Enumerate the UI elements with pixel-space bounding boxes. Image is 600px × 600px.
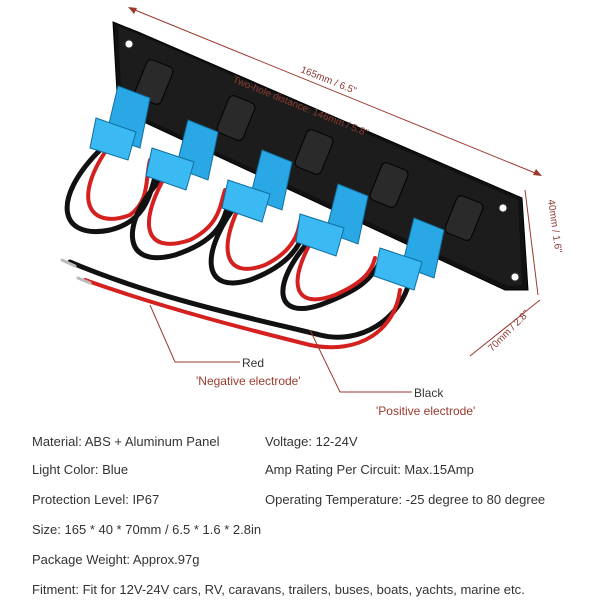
switch-sockets — [134, 59, 484, 241]
product-illustration: 165mm / 6.5" 40mm / 1.6" 70mm / 2.8" Two… — [60, 7, 563, 418]
spec-material: Material: ABS + Aluminum Panel — [32, 434, 220, 449]
spec-protection: Protection Level: IP67 — [32, 492, 160, 507]
spec-weight: Package Weight: Approx.97g — [32, 552, 200, 567]
rocker-switch-3 — [221, 149, 293, 223]
red-desc: 'Negative electrode' — [196, 374, 301, 388]
depth-label: 70mm / 2.8" — [486, 308, 532, 354]
spec-light-color: Light Color: Blue — [32, 462, 129, 477]
wires — [60, 143, 413, 350]
height-label: 40mm / 1.6" — [545, 199, 563, 254]
spec-voltage: Voltage: 12-24V — [265, 434, 358, 449]
spec-operating-temp: Operating Temperature: -25 degree to 80 … — [265, 492, 546, 507]
rocker-switch-2 — [145, 119, 219, 191]
spec-fitment: Fitment: Fit for 12V-24V cars, RV, carav… — [32, 582, 525, 597]
spec-size: Size: 165 * 40 * 70mm / 6.5 * 1.6 * 2.8i… — [32, 522, 262, 537]
red-label: Red — [242, 356, 264, 370]
rocker-switch-1 — [89, 85, 151, 161]
rocker-switch-5 — [373, 217, 445, 291]
dimension-height: 40mm / 1.6" — [524, 189, 563, 296]
spec-amp-rating: Amp Rating Per Circuit: Max.15Amp — [265, 462, 474, 477]
rocker-switch-4 — [295, 183, 369, 257]
rocker-switches — [89, 85, 445, 291]
spec-list: Material: ABS + Aluminum Panel Voltage: … — [0, 420, 600, 600]
callout-black: Black 'Positive electrode' — [309, 329, 475, 418]
dimension-depth: 70mm / 2.8" — [469, 299, 541, 357]
callout-red: Red 'Negative electrode' — [149, 304, 301, 388]
black-label: Black — [414, 386, 444, 400]
black-desc: 'Positive electrode' — [376, 404, 475, 418]
